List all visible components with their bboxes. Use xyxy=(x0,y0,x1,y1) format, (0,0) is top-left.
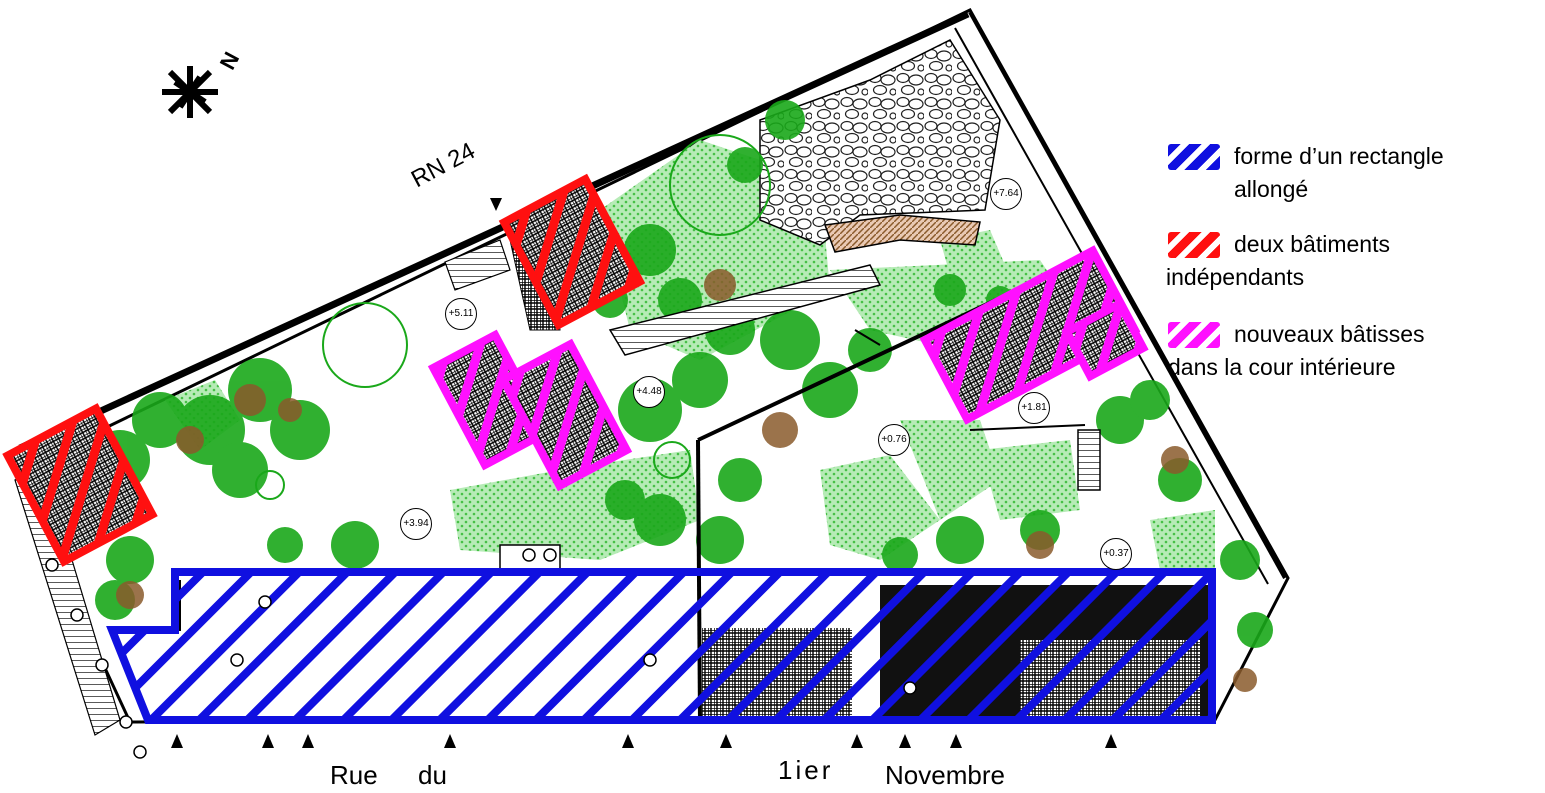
outer-wall-east xyxy=(968,11,1287,579)
legend-swatch-pink xyxy=(1168,322,1220,348)
street-word: du xyxy=(418,760,447,790)
street-word: Rue xyxy=(330,760,378,790)
street-word: 1ier xyxy=(778,755,834,785)
legend-swatch-blue xyxy=(1168,144,1220,170)
rectangle-building xyxy=(106,568,1216,724)
outline-trees xyxy=(255,134,771,500)
elevation-marker: +4.48 xyxy=(633,376,665,408)
entrance-arrow xyxy=(490,198,502,211)
legend-label: nouveaux bâtisses xyxy=(1234,321,1425,347)
new-buildings xyxy=(427,245,1149,492)
elevation-marker: +1.81 xyxy=(1018,392,1050,424)
elevation-marker: +7.64 xyxy=(990,178,1022,210)
outer-wall-north xyxy=(18,10,970,452)
red-building-center xyxy=(498,173,646,331)
lamp-posts xyxy=(45,548,917,759)
independent-buildings xyxy=(2,173,646,567)
legend-item-rectangle: forme d’un rectangle allongé xyxy=(1168,140,1444,206)
stairs xyxy=(1077,429,1101,491)
elevation-marker: +5.11 xyxy=(445,298,477,330)
legend-label: dans la cour intérieure xyxy=(1168,354,1396,380)
legend-swatch-red xyxy=(1168,232,1220,258)
stone-garden xyxy=(759,39,1001,246)
entrance-stairs xyxy=(444,239,511,291)
street-word: Novembre xyxy=(885,760,1005,790)
legend-label: allongé xyxy=(1234,176,1309,202)
brown-ramp xyxy=(823,214,981,253)
street-arrows xyxy=(171,734,1117,748)
north-arrow-icon xyxy=(162,66,218,118)
pathway xyxy=(608,264,882,356)
legend-label: indépendants xyxy=(1166,264,1305,290)
legend-label: forme d’un rectangle xyxy=(1234,143,1444,169)
legend-item-new-buildings: nouveaux bâtisses dans la cour intérieur… xyxy=(1168,318,1425,384)
legend-item-independent: deux bâtiments indépendants xyxy=(1166,228,1390,294)
red-building-left xyxy=(2,403,158,567)
elevation-marker: +0.37 xyxy=(1100,538,1132,570)
brown-trees xyxy=(116,269,1257,692)
elevation-marker: +0.76 xyxy=(878,424,910,456)
elevation-marker: +3.94 xyxy=(400,508,432,540)
legend-label: deux bâtiments xyxy=(1234,231,1390,257)
